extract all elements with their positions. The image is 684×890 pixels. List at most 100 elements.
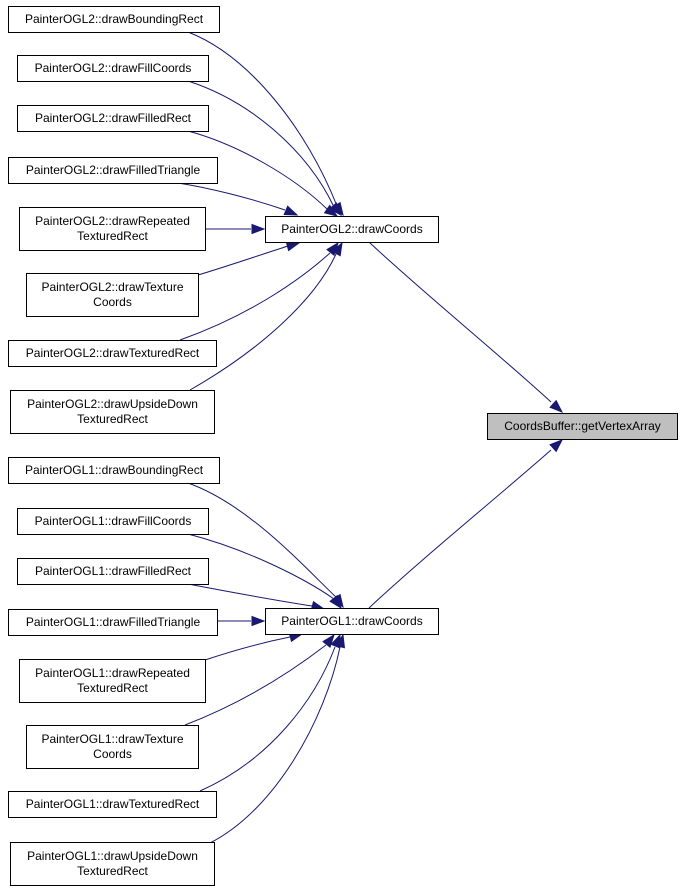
node-box [8,340,217,367]
node-label: PainterOGL1::drawTexturedRect [26,797,200,811]
arrowhead-icon [328,202,342,217]
node-label: PainterOGL2::drawFilledTriangle [26,163,201,177]
node-box [17,105,209,132]
node-box [17,55,209,82]
arrowhead-icon [283,205,299,216]
edge-ogl2-upside-down-to-ogl2-draw-coords [189,241,343,391]
edge-ogl2-textured-rect-to-ogl2-draw-coords [179,241,339,341]
node-label: TexturedRect [77,412,148,426]
node-label: PainterOGL2::drawRepeated [35,214,190,228]
edge-ogl1-fill-coords-to-ogl1-draw-coords [187,533,342,610]
node-box [8,457,220,484]
arrowhead-icon [549,439,564,453]
node-ogl2-textured-rect[interactable]: PainterOGL2::drawTexturedRect [8,340,217,367]
node-label: PainterOGL2::drawFillCoords [35,61,192,75]
edge-line [187,80,335,208]
node-label: PainterOGL1::drawTexture [41,732,183,746]
node-label: TexturedRect [77,229,148,243]
node-box [265,216,439,243]
edge-ogl1-filled-rect-to-ogl1-draw-coords [187,583,326,612]
node-box [10,390,215,434]
node-ogl1-textured-rect[interactable]: PainterOGL1::drawTexturedRect [8,791,217,818]
edge-ogl2-texture-coords-to-ogl2-draw-coords [197,241,301,276]
edge-line [209,646,341,844]
edges-layer [177,31,564,844]
node-label: PainterOGL2::drawTexturedRect [26,346,200,360]
nodes-layer: PainterOGL2::drawBoundingRectPainterOGL2… [8,6,678,886]
node-box [8,6,220,33]
edge-ogl2-draw-coords-to-get-vertex-array [368,241,564,413]
arrowhead-icon [322,633,335,649]
node-box [17,508,209,535]
arrowhead-icon [285,241,301,252]
node-box [19,207,206,251]
node-box [8,791,217,818]
node-label: PainterOGL2::drawFilledRect [35,111,192,125]
edge-ogl1-filled-triangle-to-ogl1-draw-coords [217,615,266,627]
arrowhead-icon [251,223,266,235]
node-ogl2-bounding[interactable]: PainterOGL2::drawBoundingRect [8,6,220,33]
node-label: PainterOGL1::drawFilledRect [35,564,192,578]
edge-ogl2-filled-rect-to-ogl2-draw-coords [187,130,339,217]
node-ogl2-draw-coords[interactable]: PainterOGL2::drawCoords [265,216,439,243]
edge-line [368,449,552,609]
edge-line [199,646,336,792]
node-ogl2-filled-rect[interactable]: PainterOGL2::drawFilledRect [17,105,209,132]
node-box [8,609,218,636]
edge-ogl1-texture-coords-to-ogl1-draw-coords [184,633,335,726]
arrowhead-icon [334,633,346,649]
node-box [17,558,209,585]
arrowhead-icon [329,594,342,610]
node-ogl1-filled-triangle[interactable]: PainterOGL1::drawFilledTriangle [8,609,218,636]
edge-line [187,533,335,600]
edge-ogl1-repeated-to-ogl1-draw-coords [204,631,304,661]
node-label: PainterOGL2::drawTexture [41,280,183,294]
arrowhead-icon [331,241,343,257]
edge-line [187,482,338,599]
node-ogl2-filled-triangle[interactable]: PainterOGL2::drawFilledTriangle [8,157,218,184]
edge-line [368,241,552,403]
node-label: PainterOGL1::drawRepeated [35,666,190,680]
node-label: CoordsBuffer::getVertexArray [504,419,661,433]
edge-line [184,644,327,726]
node-label: PainterOGL1::drawCoords [281,614,422,628]
node-ogl2-fill-coords[interactable]: PainterOGL2::drawFillCoords [17,55,209,82]
node-label: PainterOGL1::drawFilledTriangle [26,615,201,629]
node-label: PainterOGL1::drawFillCoords [35,514,192,528]
edge-ogl1-upside-down-to-ogl1-draw-coords [209,633,346,844]
arrowhead-icon [323,204,339,217]
edge-ogl1-draw-coords-to-get-vertex-array [368,439,564,609]
edge-line [187,583,313,607]
node-ogl1-fill-coords[interactable]: PainterOGL1::drawFillCoords [17,508,209,535]
arrowhead-icon [251,615,266,627]
edge-line [187,130,328,210]
node-box [26,725,199,769]
edge-line [204,636,291,661]
node-ogl1-filled-rect[interactable]: PainterOGL1::drawFilledRect [17,558,209,585]
node-label: PainterOGL1::drawUpsideDown [27,849,198,863]
node-box [19,659,206,703]
node-label: PainterOGL1::drawBoundingRect [25,463,204,477]
edge-line [187,31,338,207]
arrowhead-icon [549,399,564,413]
node-label: PainterOGL2::drawBoundingRect [25,12,204,26]
edge-ogl2-fill-coords-to-ogl2-draw-coords [187,80,342,217]
node-label: TexturedRect [77,864,148,878]
node-label: PainterOGL2::drawUpsideDown [27,397,198,411]
node-box [265,608,439,635]
edge-ogl2-filled-triangle-to-ogl2-draw-coords [177,182,299,216]
node-box [487,413,678,440]
edge-line [177,182,286,211]
node-get-vertex-array[interactable]: CoordsBuffer::getVertexArray [487,413,678,440]
node-box [8,157,218,184]
node-ogl1-draw-coords[interactable]: PainterOGL1::drawCoords [265,608,439,635]
node-ogl1-bounding[interactable]: PainterOGL1::drawBoundingRect [8,457,220,484]
node-label: TexturedRect [77,681,148,695]
